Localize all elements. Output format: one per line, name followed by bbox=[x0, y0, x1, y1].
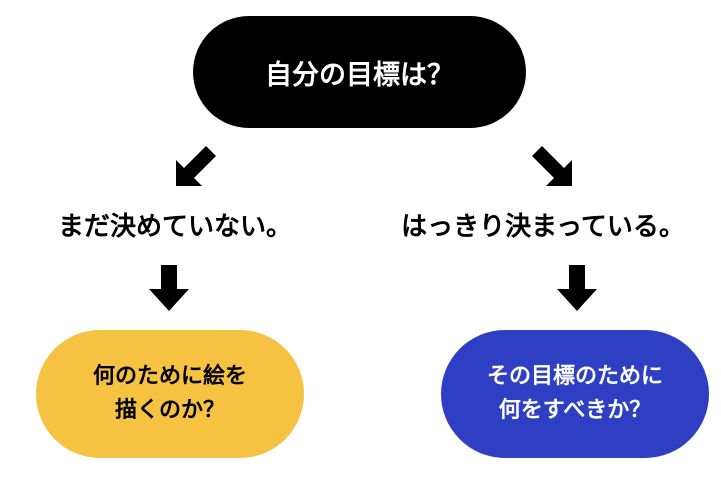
top-question-text: 自分の目標は？ bbox=[265, 59, 454, 91]
arrow-down-icon bbox=[149, 265, 189, 311]
arrow-down-left-icon bbox=[176, 146, 216, 186]
right-result-line1: その目標のために bbox=[486, 364, 663, 389]
right-result-node: その目標のために 何をすべきか？ bbox=[441, 330, 709, 458]
right-result-line2: 何をすべきか？ bbox=[498, 398, 652, 423]
arrow-down-right-icon bbox=[532, 146, 572, 186]
top-question-node: 自分の目標は？ bbox=[193, 16, 526, 128]
right-branch-label: はっきり決まっている。 bbox=[401, 212, 685, 242]
arrow-down-icon bbox=[557, 265, 597, 311]
left-branch-label: まだ決めていない。 bbox=[57, 212, 292, 242]
left-result-node: 何のために絵を 描くのか？ bbox=[36, 330, 304, 458]
left-result-line2: 描くのか？ bbox=[114, 398, 225, 423]
left-result-line1: 何のために絵を bbox=[92, 364, 247, 389]
